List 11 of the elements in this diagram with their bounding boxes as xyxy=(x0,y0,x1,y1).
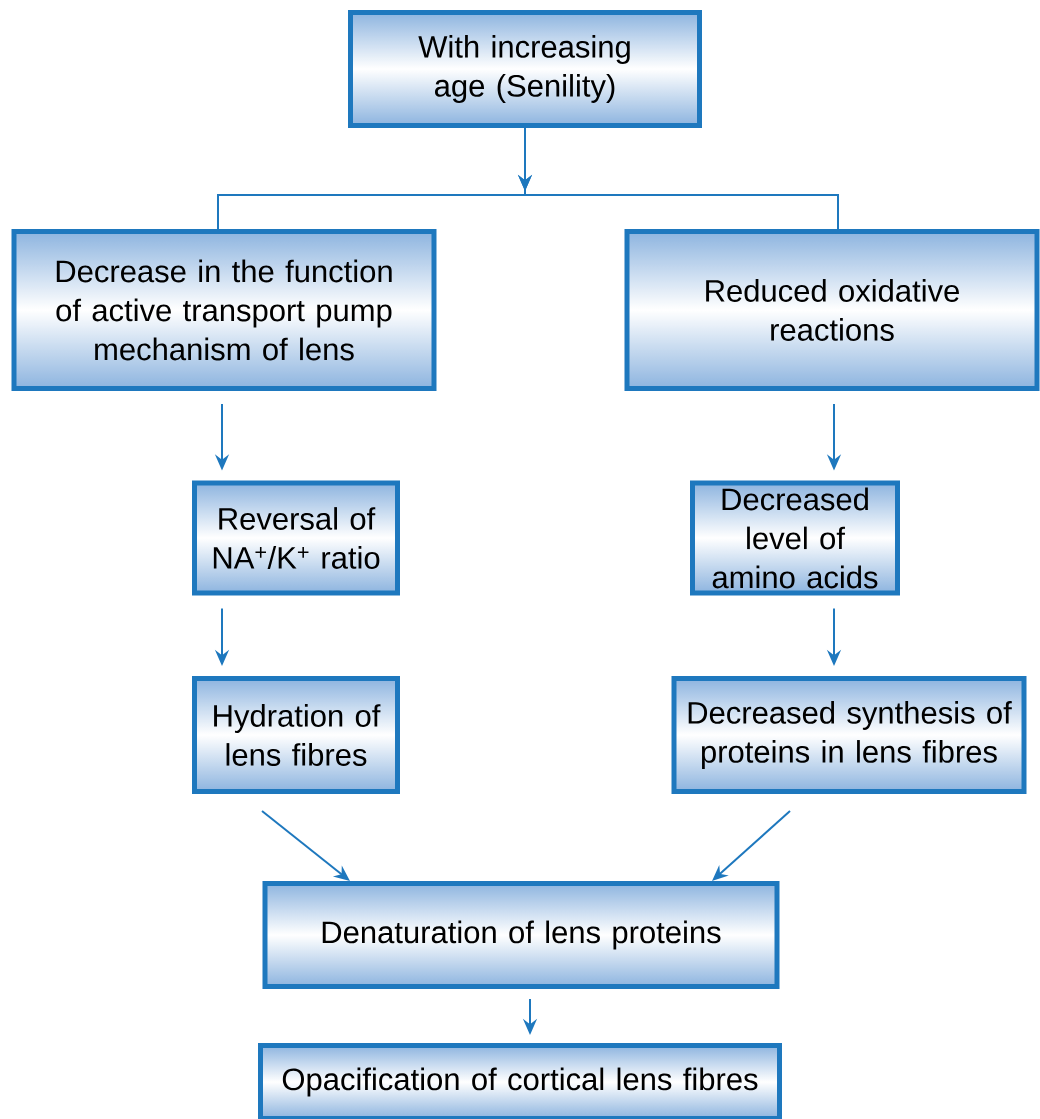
process-box: Reduced oxidative reactions xyxy=(624,229,1040,391)
process-box: Reversal of NA$^{+}$/K$^{+}$ ratio xyxy=(192,480,400,596)
arrow xyxy=(261,810,350,881)
process-box: With increasing age (Senility) xyxy=(348,10,702,128)
arrow xyxy=(712,810,791,881)
process-box: Denaturation of lens proteins xyxy=(262,881,780,989)
process-box: Opacification of cortical lens fibres xyxy=(258,1043,782,1119)
process-box: Decreased synthesis of proteins in lens fibres xyxy=(671,676,1027,794)
process-box: Decrease in the function of active transport pump mechanism of lens xyxy=(11,229,437,391)
process-box: Decreased level of amino acids xyxy=(690,480,900,596)
process-box: Hydration of lens fibres xyxy=(192,676,400,794)
